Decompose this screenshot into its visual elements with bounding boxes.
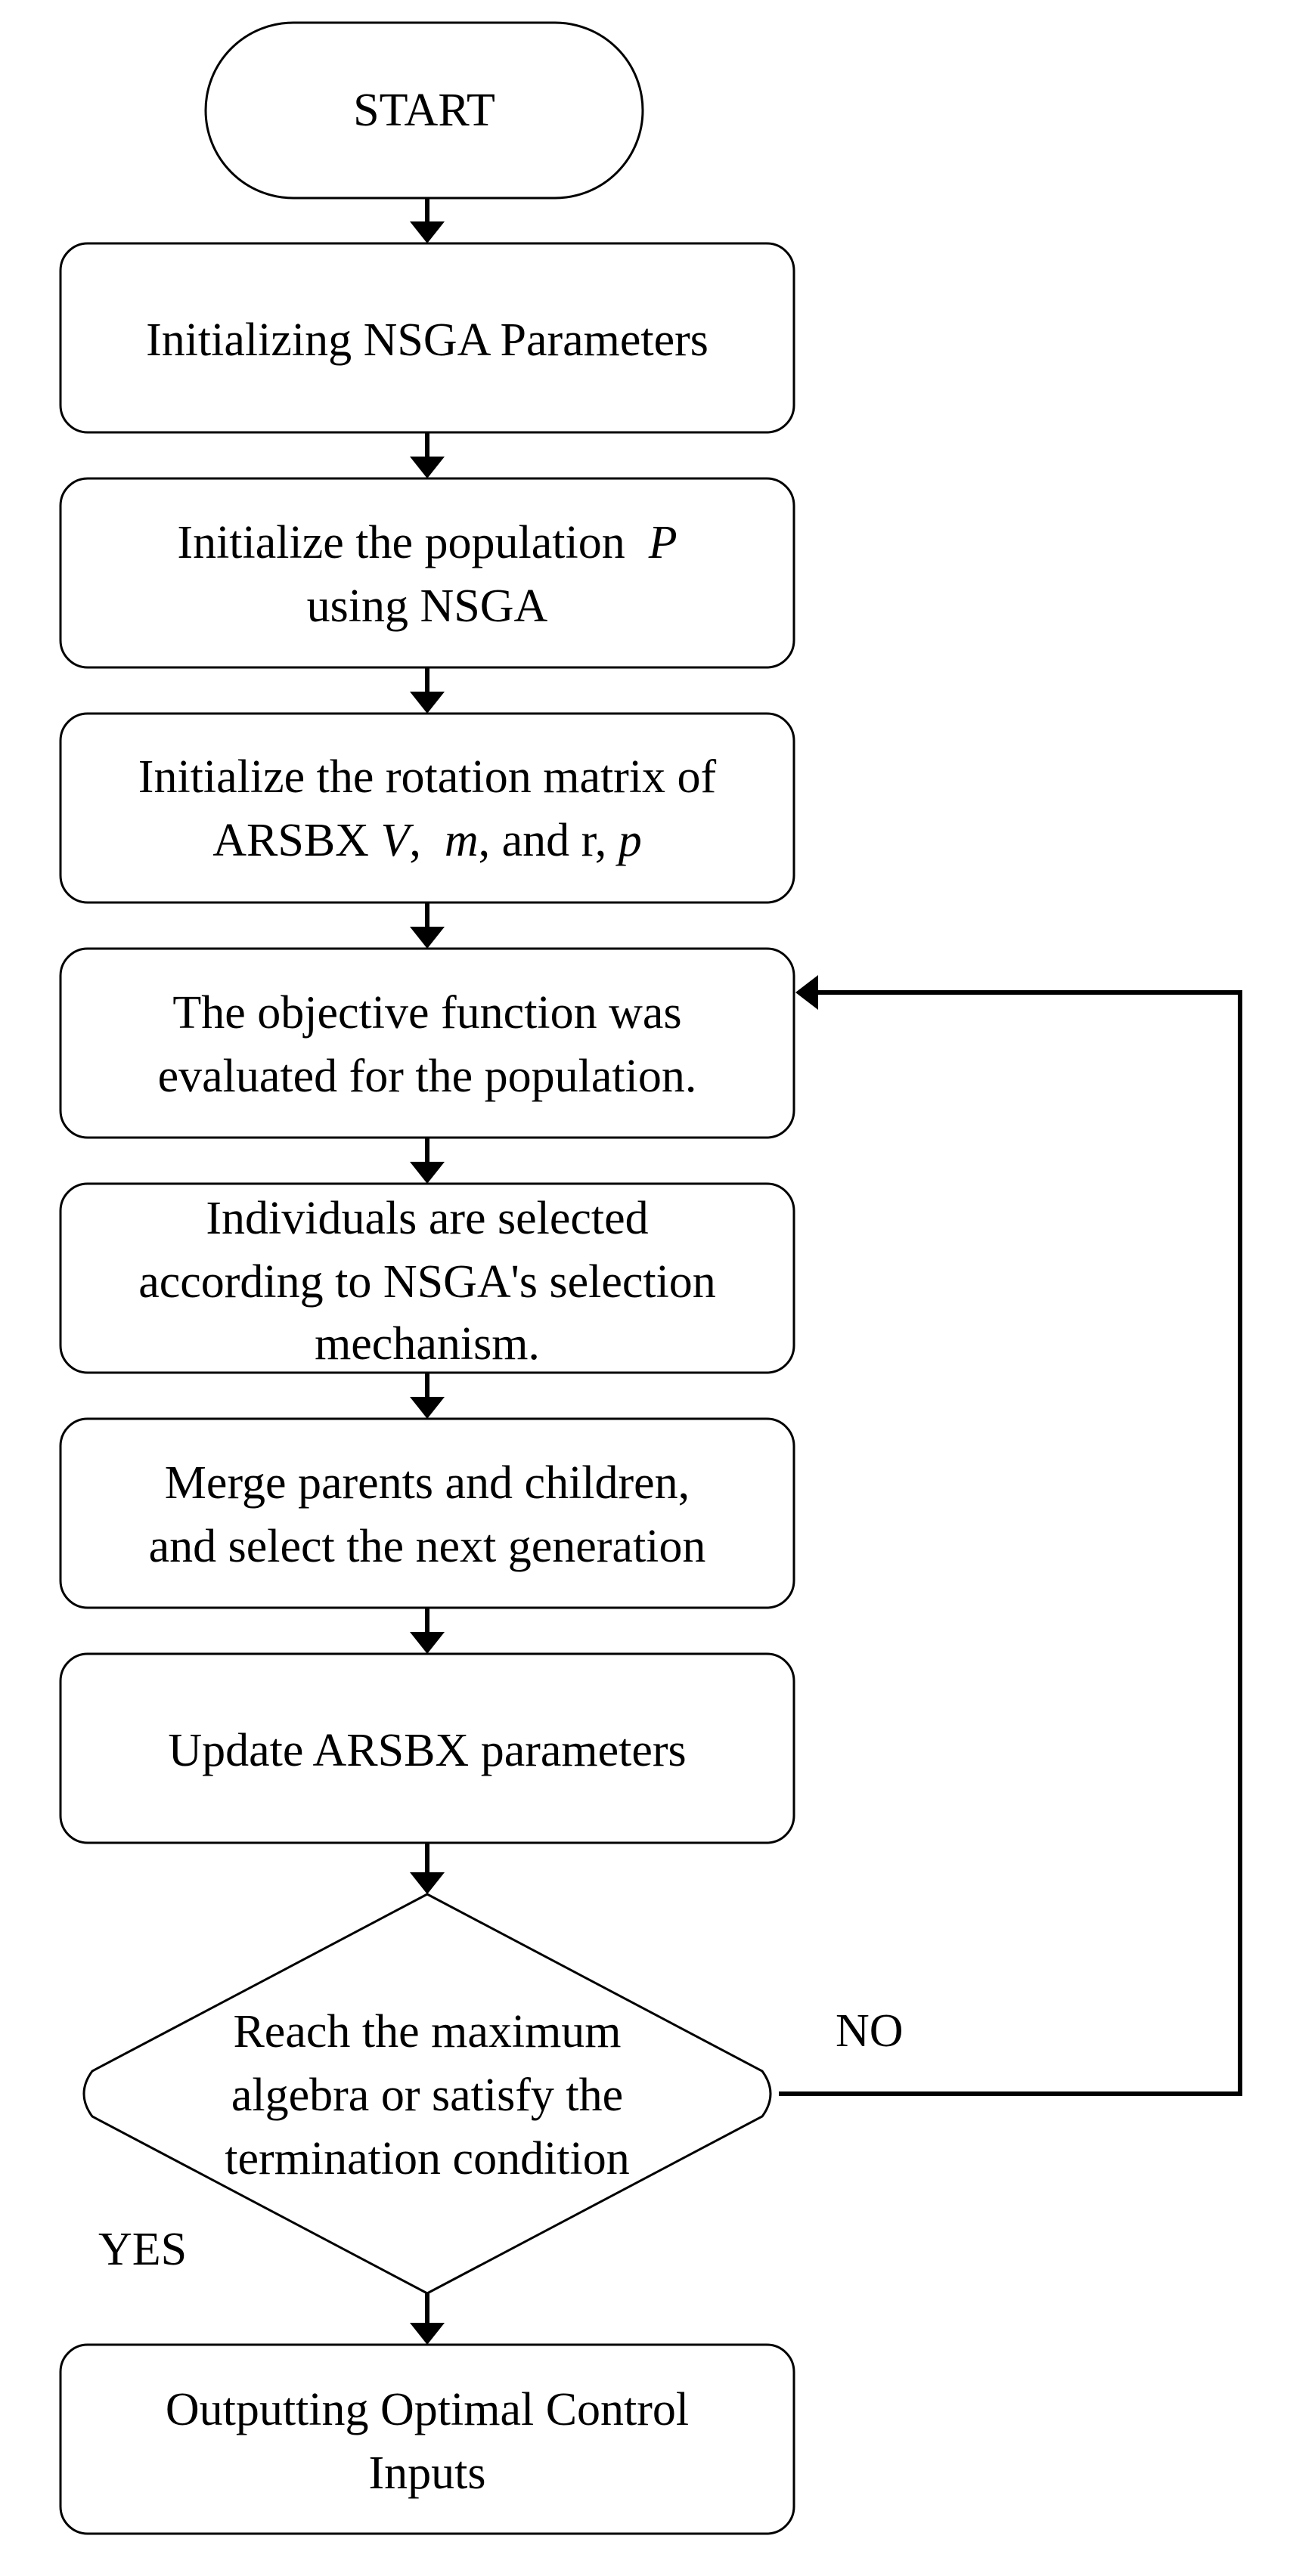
no-label: NO bbox=[836, 2005, 904, 2057]
decision-node: Reach the maximum algebra or satisfy the… bbox=[82, 1893, 772, 2295]
output-line1: Outputting Optimal Control bbox=[166, 2384, 689, 2435]
separator-1: , bbox=[409, 815, 445, 866]
arrow-selection-to-merge bbox=[410, 1373, 445, 1419]
init-rotation-line1: Initialize the rotation matrix of bbox=[138, 751, 717, 803]
init-rotation-line2: ARSBX V, m, and r, p bbox=[212, 815, 642, 866]
start-label: START bbox=[353, 85, 495, 136]
init-population-text: Initialize the population bbox=[177, 517, 625, 568]
arrow-update-to-decision bbox=[410, 1843, 445, 1894]
arrow-rotation-to-evaluate bbox=[410, 903, 445, 949]
selection-line2: according to NSGA's selection bbox=[138, 1256, 716, 1308]
start-node: START bbox=[204, 21, 644, 200]
evaluate-node: The objective function was evaluated for… bbox=[59, 947, 795, 1139]
arrow-start-to-params bbox=[410, 198, 445, 243]
output-node: Outputting Optimal Control Inputs bbox=[59, 2343, 795, 2535]
arsbx-text: ARSBX bbox=[212, 815, 380, 866]
merge-line1: Merge parents and children, bbox=[165, 1457, 690, 1509]
init-params-node: Initializing NSGA Parameters bbox=[59, 242, 795, 434]
update-node: Update ARSBX parameters bbox=[59, 1652, 795, 1844]
init-population-line2: using NSGA bbox=[307, 581, 548, 632]
arrow-population-to-rotation bbox=[410, 667, 445, 714]
decision-line1: Reach the maximum bbox=[233, 2006, 621, 2057]
selection-line3: mechanism. bbox=[315, 1318, 540, 1370]
m-variable: m bbox=[445, 815, 479, 866]
arrow-merge-to-update bbox=[410, 1608, 445, 1654]
init-params-label: Initializing NSGA Parameters bbox=[146, 314, 709, 366]
merge-line2: and select the next generation bbox=[149, 1521, 706, 1572]
yes-label: YES bbox=[98, 2224, 187, 2275]
decision-line3: termination condition bbox=[225, 2133, 630, 2184]
update-label: Update ARSBX parameters bbox=[168, 1725, 686, 1776]
init-population-node: Initialize the population P using NSGA bbox=[59, 477, 795, 669]
output-line2: Inputs bbox=[369, 2448, 486, 2499]
init-population-line1: Initialize the population P bbox=[177, 517, 677, 568]
arrow-decision-to-output bbox=[410, 2293, 445, 2345]
and-r-text: , and r, bbox=[479, 815, 619, 866]
p-variable: p bbox=[615, 815, 642, 866]
v-variable: V bbox=[380, 815, 414, 866]
no-loop-arrow bbox=[779, 975, 1242, 2096]
merge-node: Merge parents and children, and select t… bbox=[59, 1417, 795, 1609]
population-variable: P bbox=[648, 517, 678, 568]
selection-line1: Individuals are selected bbox=[206, 1193, 648, 1244]
evaluate-line1: The objective function was bbox=[172, 987, 681, 1039]
init-rotation-node: Initialize the rotation matrix of ARSBX … bbox=[59, 712, 795, 904]
arrow-params-to-population bbox=[410, 432, 445, 478]
selection-node: Individuals are selected according to NS… bbox=[59, 1182, 795, 1374]
evaluate-line2: evaluated for the population. bbox=[158, 1051, 697, 1102]
decision-line2: algebra or satisfy the bbox=[231, 2070, 623, 2121]
arrow-evaluate-to-selection bbox=[410, 1138, 445, 1184]
